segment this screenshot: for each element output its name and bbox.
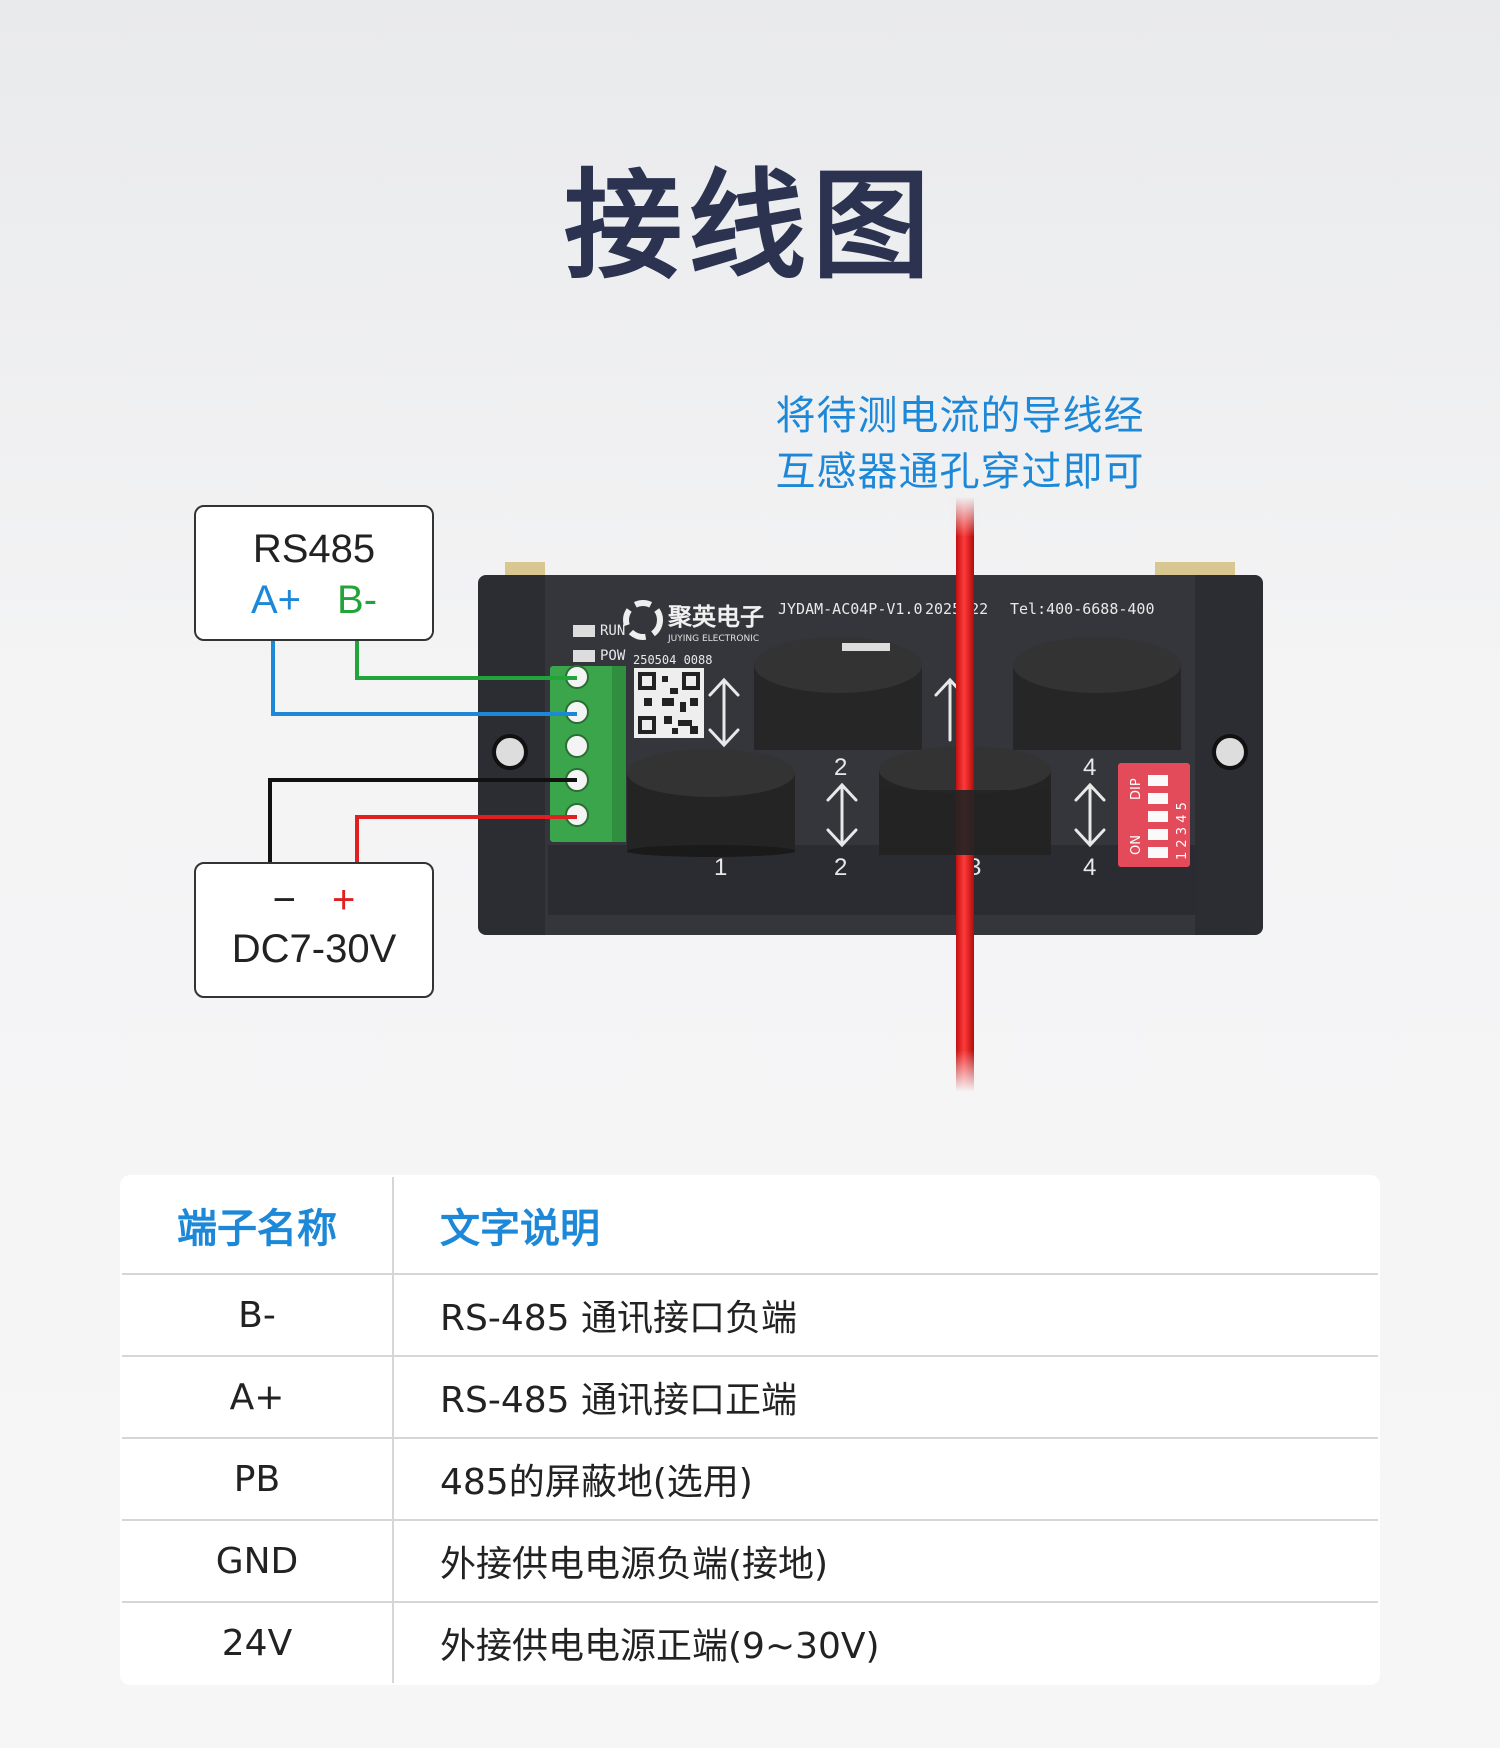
rs485-b-minus: B- <box>337 578 378 622</box>
table-row: B- RS-485 通讯接口负端 <box>122 1274 1378 1357</box>
arrow-icon-2 <box>826 782 858 848</box>
dip-switch: DIP ON 1 2 3 4 5 <box>1118 763 1190 867</box>
dip-numbers: 1 2 3 4 5 <box>1175 802 1190 860</box>
run-label: RUN <box>600 623 625 639</box>
terminal-name: B- <box>122 1274 394 1357</box>
mount-tab-left <box>505 562 545 576</box>
terminal-description: 外接供电电源正端(9~30V) <box>440 1626 880 1667</box>
wire-power-plus <box>355 815 577 862</box>
serial-label: 250504 0088 <box>633 653 712 667</box>
power-plus: + <box>332 878 356 922</box>
ct-bottom-1 <box>627 749 795 857</box>
brand-name-en: JUYING ELECTRONIC <box>667 634 759 644</box>
table-row: 24V 外接供电电源正端(9~30V) <box>122 1602 1378 1683</box>
wire-gnd <box>268 778 577 862</box>
on-label: ON <box>1129 835 1144 855</box>
terminal-description: 外接供电电源负端(接地) <box>393 1520 1378 1603</box>
mount-hole-right <box>1212 734 1248 770</box>
terminal-screw-3 <box>565 734 589 758</box>
model-label: JYDAM-AC04P-V1.0 <box>778 600 923 618</box>
note-line-1: 将待测电流的导线经 <box>775 393 1145 439</box>
ct-top-2 <box>754 637 922 750</box>
rs485-label: RS485 <box>252 527 376 571</box>
ct-label-1: 1 <box>714 854 727 881</box>
qr-code-icon <box>634 668 704 738</box>
ct-top-label-4: 4 <box>1083 754 1096 781</box>
header-pins <box>842 643 890 651</box>
power-minus: − <box>272 878 296 922</box>
brand-name-cn: 聚英电子 <box>667 603 764 631</box>
terminal-spec-table: 端子名称 文字说明 B- RS-485 通讯接口负端 A+ RS-485 通讯接… <box>120 1175 1380 1685</box>
mount-hole-left <box>492 734 528 770</box>
rs485-a-plus: A+ <box>250 578 302 622</box>
wire-a-plus <box>271 640 577 716</box>
ct-top-4 <box>1013 637 1181 750</box>
run-led <box>573 625 595 637</box>
wire-b-minus <box>355 640 577 680</box>
terminal-description: 485的屏蔽地(选用) <box>393 1438 1378 1521</box>
table-row: A+ RS-485 通讯接口正端 <box>122 1356 1378 1439</box>
mount-tab-right <box>1155 562 1235 576</box>
ct-label-2: 2 <box>834 854 847 881</box>
note-line-2: 互感器通孔穿过即可 <box>775 449 1145 495</box>
terminal-name: PB <box>122 1438 394 1521</box>
header-description: 文字说明 <box>393 1177 1378 1275</box>
terminal-name: 24V <box>122 1602 394 1683</box>
table-row: GND 外接供电电源负端(接地) <box>122 1520 1378 1603</box>
pow-label: POW <box>600 648 626 664</box>
table-header-row: 端子名称 文字说明 <box>122 1177 1378 1275</box>
header-terminal-name: 端子名称 <box>122 1177 394 1275</box>
ct-top-label-2: 2 <box>834 754 847 781</box>
arrow-icon-1 <box>708 677 740 748</box>
tel-label: Tel:400-6688-400 <box>1010 600 1155 618</box>
terminal-description: RS-485 通讯接口负端 <box>393 1274 1378 1357</box>
terminal-description: RS-485 通讯接口正端 <box>393 1356 1378 1439</box>
wire-instruction-note: 将待测电流的导线经 互感器通孔穿过即可 <box>700 388 1220 500</box>
wiring-diagram: RUN POW 250504 0088 JYDAM-AC04P-V1.0 202… <box>268 497 1263 1092</box>
dip-label: DIP <box>1129 778 1144 800</box>
measured-conductor-wire <box>950 497 980 1092</box>
ct-bottom-3-front <box>879 790 1051 855</box>
ct-label-4: 4 <box>1083 854 1096 881</box>
terminal-name: A+ <box>122 1356 394 1439</box>
pow-led <box>573 650 595 662</box>
arrow-icon-3 <box>1074 782 1106 848</box>
rs485-box: RS485 A+ B- <box>194 505 434 641</box>
power-voltage-label: DC7-30V <box>231 927 397 971</box>
brand-logo-icon <box>623 600 663 640</box>
power-box: −+ DC7-30V <box>194 862 434 998</box>
page-title: 接线图 <box>563 157 936 295</box>
table-row: PB 485的屏蔽地(选用) <box>122 1438 1378 1521</box>
terminal-name: GND <box>122 1520 394 1603</box>
